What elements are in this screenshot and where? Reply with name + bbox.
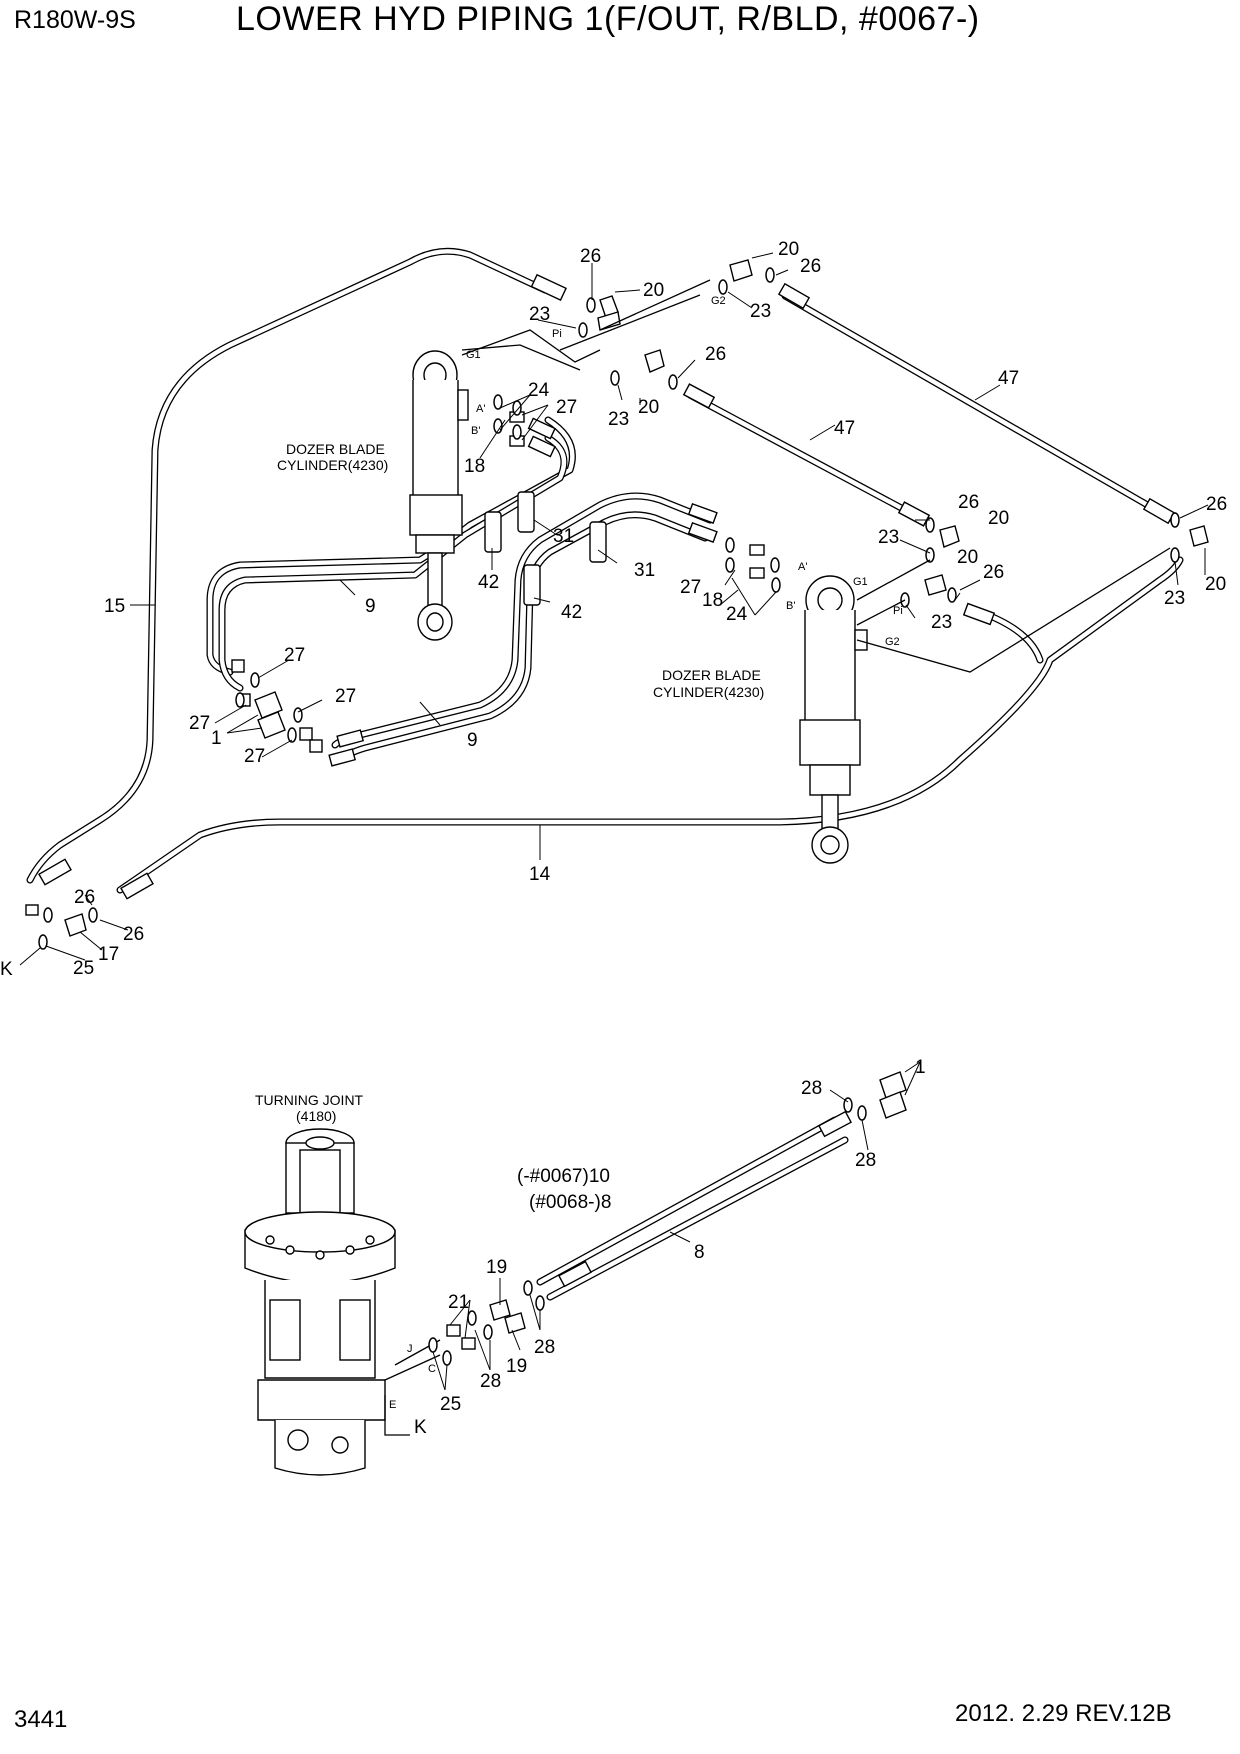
hose-47-lower bbox=[686, 391, 924, 522]
port-b-right: B' bbox=[786, 600, 795, 612]
callout-26: 26 bbox=[705, 344, 726, 365]
callout-1: 1 bbox=[915, 1057, 926, 1078]
callout-14: 14 bbox=[529, 864, 551, 885]
callout-28: 28 bbox=[534, 1337, 555, 1358]
callout-9: 9 bbox=[365, 596, 376, 617]
callout-23: 23 bbox=[529, 304, 550, 325]
callout-23: 23 bbox=[931, 612, 952, 633]
callout-28: 28 bbox=[480, 1371, 501, 1392]
callout-42: 42 bbox=[478, 572, 499, 593]
callout-27: 27 bbox=[244, 746, 265, 767]
callout-26: 26 bbox=[983, 562, 1004, 583]
callout-19: 19 bbox=[486, 1257, 507, 1278]
cylinder-right-label-2: CYLINDER(4230) bbox=[653, 684, 764, 700]
callout-26: 26 bbox=[800, 256, 821, 277]
callout-27: 27 bbox=[680, 577, 701, 598]
turning-joint-label-1: TURNING JOINT bbox=[255, 1092, 364, 1108]
callout-31: 31 bbox=[553, 526, 574, 547]
callout-47: 47 bbox=[998, 368, 1019, 389]
callout-20: 20 bbox=[1205, 574, 1226, 595]
callout-25: 25 bbox=[73, 958, 94, 979]
callout-18: 18 bbox=[464, 456, 485, 477]
callout-27: 27 bbox=[556, 397, 577, 418]
dozer-blade-cylinder-left bbox=[409, 350, 469, 641]
callout-28: 28 bbox=[801, 1078, 822, 1099]
callout-26: 26 bbox=[958, 492, 979, 513]
callout-8: 8 bbox=[694, 1242, 705, 1263]
pilot-lines bbox=[461, 279, 1171, 673]
turning-joint-label-2: (4180) bbox=[296, 1108, 336, 1124]
callout-23: 23 bbox=[1164, 588, 1185, 609]
callout-20: 20 bbox=[957, 547, 978, 568]
callout-28: 28 bbox=[855, 1150, 876, 1171]
callout-k: K bbox=[0, 959, 13, 980]
port-a-left: A' bbox=[476, 403, 485, 415]
port-g1-right: G1 bbox=[853, 576, 868, 588]
cylinder-right-label-1: DOZER BLADE bbox=[662, 667, 761, 683]
port-a-right: A' bbox=[798, 561, 807, 573]
callout-1: 1 bbox=[211, 728, 222, 749]
callout-26: 26 bbox=[123, 924, 144, 945]
port-c: C bbox=[428, 1363, 436, 1375]
o-rings bbox=[38, 267, 1180, 1366]
cylinder-left-label-1: DOZER BLADE bbox=[286, 441, 385, 457]
hose-47-upper bbox=[781, 292, 1174, 522]
hose-15 bbox=[26, 247, 549, 884]
callout-27: 27 bbox=[335, 686, 356, 707]
callout-19: 19 bbox=[506, 1356, 527, 1377]
callout-18: 18 bbox=[702, 590, 723, 611]
port-g2-right: G2 bbox=[885, 636, 900, 648]
callout-20: 20 bbox=[638, 397, 659, 418]
model-number: R180W-9S bbox=[14, 6, 136, 34]
callout-20: 20 bbox=[988, 508, 1009, 529]
callout-24: 24 bbox=[726, 604, 748, 625]
callout-27: 27 bbox=[284, 645, 305, 666]
leader-lines bbox=[19, 252, 1209, 1391]
port-g1-left: G1 bbox=[466, 349, 481, 361]
turning-joint-port-lines bbox=[384, 1339, 441, 1436]
callout-20: 20 bbox=[643, 280, 664, 301]
callout-27: 27 bbox=[189, 713, 210, 734]
callout-8: (#0068-)8 bbox=[529, 1192, 611, 1213]
callout-23: 23 bbox=[750, 301, 771, 322]
callout-17: 17 bbox=[98, 944, 119, 965]
callout-23: 23 bbox=[608, 409, 629, 430]
hose-14 bbox=[116, 556, 1184, 894]
callout-24: 24 bbox=[528, 380, 550, 401]
clamps bbox=[484, 491, 607, 606]
callout-25: 25 bbox=[440, 1394, 461, 1415]
port-b-left: B' bbox=[471, 425, 480, 437]
callout-26: 26 bbox=[1206, 494, 1227, 515]
callout-26: 26 bbox=[74, 887, 95, 908]
callout-9: 9 bbox=[467, 730, 478, 751]
port-pi-right: Pi bbox=[893, 605, 903, 617]
callout-20: 20 bbox=[778, 239, 799, 260]
pipe-9-left bbox=[206, 416, 576, 692]
page-title: LOWER HYD PIPING 1(F/OUT, R/BLD, #0067-) bbox=[236, 0, 980, 38]
dozer-blade-cylinder-right bbox=[799, 575, 868, 864]
callout-23: 23 bbox=[878, 527, 899, 548]
callout-26: 26 bbox=[580, 246, 601, 267]
cylinder-left-label-2: CYLINDER(4230) bbox=[277, 457, 388, 473]
hoses-8-10 bbox=[536, 1116, 849, 1301]
revision-date: 2012. 2.29 REV.12B bbox=[955, 1700, 1172, 1727]
port-g2-top: G2 bbox=[711, 295, 726, 307]
page-number: 3441 bbox=[14, 1706, 68, 1733]
callout-10: (-#0067)10 bbox=[517, 1166, 610, 1187]
callout-31: 31 bbox=[634, 560, 655, 581]
turning-joint bbox=[244, 1128, 396, 1476]
callout-21: 21 bbox=[448, 1292, 469, 1313]
callout-k: K bbox=[414, 1417, 427, 1438]
port-j: J bbox=[407, 1343, 413, 1355]
callout-47: 47 bbox=[834, 418, 855, 439]
pipe-9-right bbox=[331, 492, 714, 764]
port-pi-top: Pi bbox=[552, 328, 562, 340]
callout-42: 42 bbox=[561, 602, 582, 623]
port-e: E bbox=[389, 1399, 396, 1411]
hose-ferrules bbox=[38, 273, 1176, 1288]
callout-15: 15 bbox=[104, 596, 125, 617]
